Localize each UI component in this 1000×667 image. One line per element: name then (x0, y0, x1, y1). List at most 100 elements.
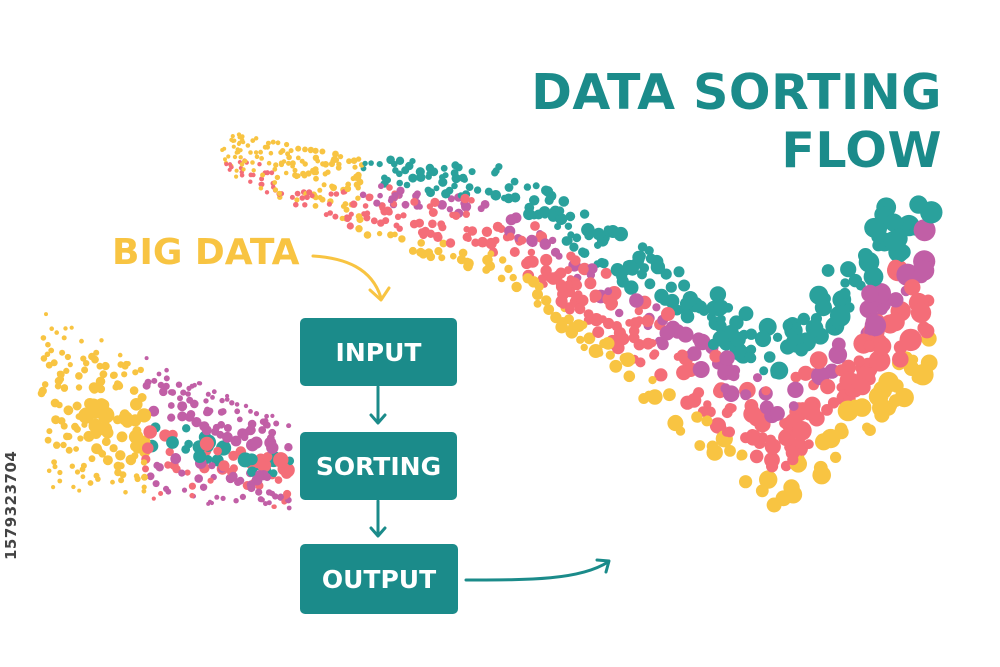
data-dot (95, 476, 101, 482)
data-dot (234, 408, 241, 415)
data-dot (220, 495, 226, 501)
data-dot (213, 446, 222, 456)
data-dot (233, 498, 239, 504)
data-dot (317, 187, 323, 193)
data-dot (578, 247, 587, 257)
data-dot (465, 183, 474, 192)
data-dot (527, 236, 538, 248)
title-line-2: FLOW (781, 122, 942, 179)
data-dot (80, 474, 86, 480)
data-dot (40, 335, 47, 341)
data-dot (452, 211, 461, 220)
data-dot (49, 326, 54, 332)
data-dot (766, 460, 779, 473)
data-dot (539, 232, 547, 240)
data-dot (60, 441, 67, 449)
data-dot (144, 378, 152, 386)
data-dot (504, 183, 514, 192)
data-dot (676, 365, 692, 381)
data-dot (223, 157, 227, 162)
data-dot (623, 370, 636, 383)
data-dot (392, 231, 398, 238)
data-dot (268, 150, 274, 156)
data-dot (283, 489, 292, 499)
data-dot (240, 134, 245, 139)
data-dot (295, 155, 301, 161)
data-dot (473, 186, 482, 194)
data-dot (272, 187, 279, 193)
data-dot (673, 266, 685, 278)
data-dot (410, 197, 419, 206)
data-dot (523, 183, 532, 191)
data-dot (71, 422, 79, 431)
data-dot (182, 424, 191, 433)
data-dot (709, 417, 727, 434)
data-dot (408, 246, 417, 255)
data-dot (169, 389, 177, 396)
data-dot (243, 158, 248, 164)
data-dot (456, 255, 467, 265)
data-dot (170, 453, 182, 465)
data-dot (376, 161, 383, 168)
data-dot (134, 475, 141, 483)
data-dot (770, 361, 789, 380)
data-dot (468, 168, 476, 176)
data-dot (477, 236, 488, 248)
data-dot (435, 231, 442, 239)
data-dot (352, 164, 358, 170)
data-dot (567, 231, 575, 239)
data-dot (437, 220, 446, 229)
data-dot (754, 330, 772, 348)
data-dot (759, 366, 769, 376)
data-dot (454, 163, 463, 172)
data-dot (295, 145, 302, 152)
data-dot (574, 303, 586, 315)
data-dot (236, 416, 243, 423)
data-dot (883, 231, 903, 251)
data-dot (184, 412, 195, 422)
data-dot (248, 179, 253, 184)
data-dot (141, 488, 147, 494)
data-dot (668, 414, 683, 429)
data-dot (302, 146, 308, 153)
data-dot (263, 501, 268, 507)
data-dot (344, 215, 351, 223)
data-dot (572, 233, 582, 243)
data-dot (53, 441, 61, 449)
data-dot (555, 206, 565, 216)
data-dot (713, 299, 729, 315)
data-dot (809, 351, 828, 369)
data-dot (506, 232, 515, 241)
data-dot (80, 355, 87, 362)
data-dot (814, 299, 833, 317)
data-dot (263, 421, 271, 429)
data-dot (243, 403, 249, 409)
data-dot (827, 397, 840, 409)
output-step-label: OUTPUT (321, 564, 437, 594)
data-dot (530, 221, 540, 231)
data-dot (284, 443, 293, 452)
data-dot (720, 383, 731, 394)
data-dot (912, 364, 934, 386)
data-dot (570, 255, 581, 266)
data-dot (919, 323, 935, 339)
data-dot (583, 332, 596, 345)
data-dot (143, 425, 157, 439)
data-dot (603, 317, 615, 330)
data-dot (331, 156, 337, 162)
data-dot (463, 258, 474, 269)
data-dot (892, 351, 909, 368)
data-dot (225, 393, 230, 399)
data-dot (558, 196, 570, 207)
data-dot (186, 385, 192, 391)
data-dot (379, 205, 386, 212)
data-dot (245, 453, 258, 466)
data-dot (226, 154, 231, 159)
data-dot (312, 203, 319, 209)
data-dot (217, 408, 226, 416)
data-dot (245, 143, 251, 148)
data-dot (281, 467, 293, 479)
data-dot (228, 450, 239, 461)
data-dot (113, 380, 123, 390)
